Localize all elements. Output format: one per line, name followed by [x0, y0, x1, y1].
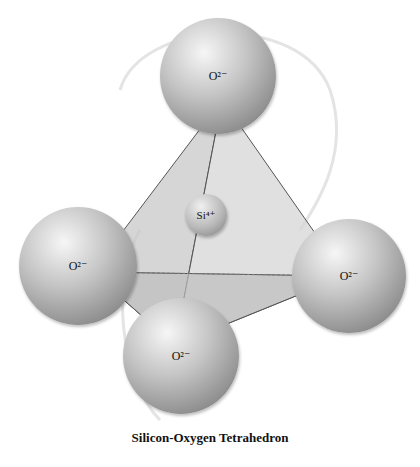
oxygen-ion: O²⁻ [19, 207, 137, 325]
caption: Silicon-Oxygen Tetrahedron [132, 430, 289, 445]
ion-label: O²⁻ [340, 269, 359, 284]
oxygen-ion: O²⁻ [123, 298, 239, 414]
ion-label: O²⁻ [172, 349, 191, 364]
oxygen-ion: O²⁻ [160, 18, 276, 134]
ion-label: Si⁴⁺ [197, 209, 216, 222]
ion-label: O²⁻ [209, 69, 228, 84]
ion-label: O²⁻ [69, 259, 88, 274]
caption-box: Silicon-Oxygen Tetrahedron [0, 430, 420, 446]
silicon-ion: Si⁴⁺ [185, 194, 227, 236]
oxygen-ion: O²⁻ [292, 219, 406, 333]
